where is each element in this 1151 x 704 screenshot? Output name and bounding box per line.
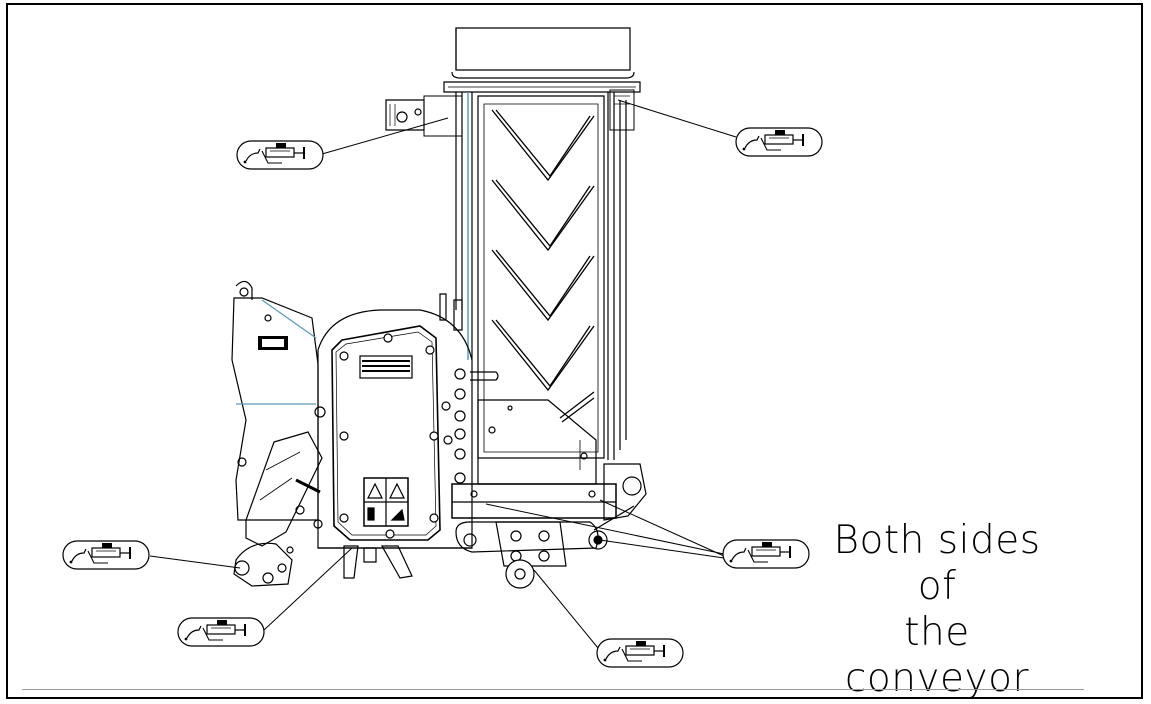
grease-gun-icon bbox=[236, 140, 324, 170]
callout-line-1: Both sides of bbox=[833, 518, 1041, 609]
grease-gun-icon bbox=[62, 540, 150, 570]
footer-divider bbox=[22, 689, 1084, 690]
diagram-frame bbox=[6, 3, 1143, 699]
grease-gun-icon bbox=[596, 638, 684, 668]
grease-gun-icon bbox=[177, 617, 265, 647]
callout-note: Both sides of the conveyor bbox=[812, 518, 1062, 702]
grease-gun-icon bbox=[722, 539, 810, 569]
callout-line-2: the conveyor bbox=[844, 610, 1030, 701]
grease-gun-icon bbox=[735, 127, 823, 157]
